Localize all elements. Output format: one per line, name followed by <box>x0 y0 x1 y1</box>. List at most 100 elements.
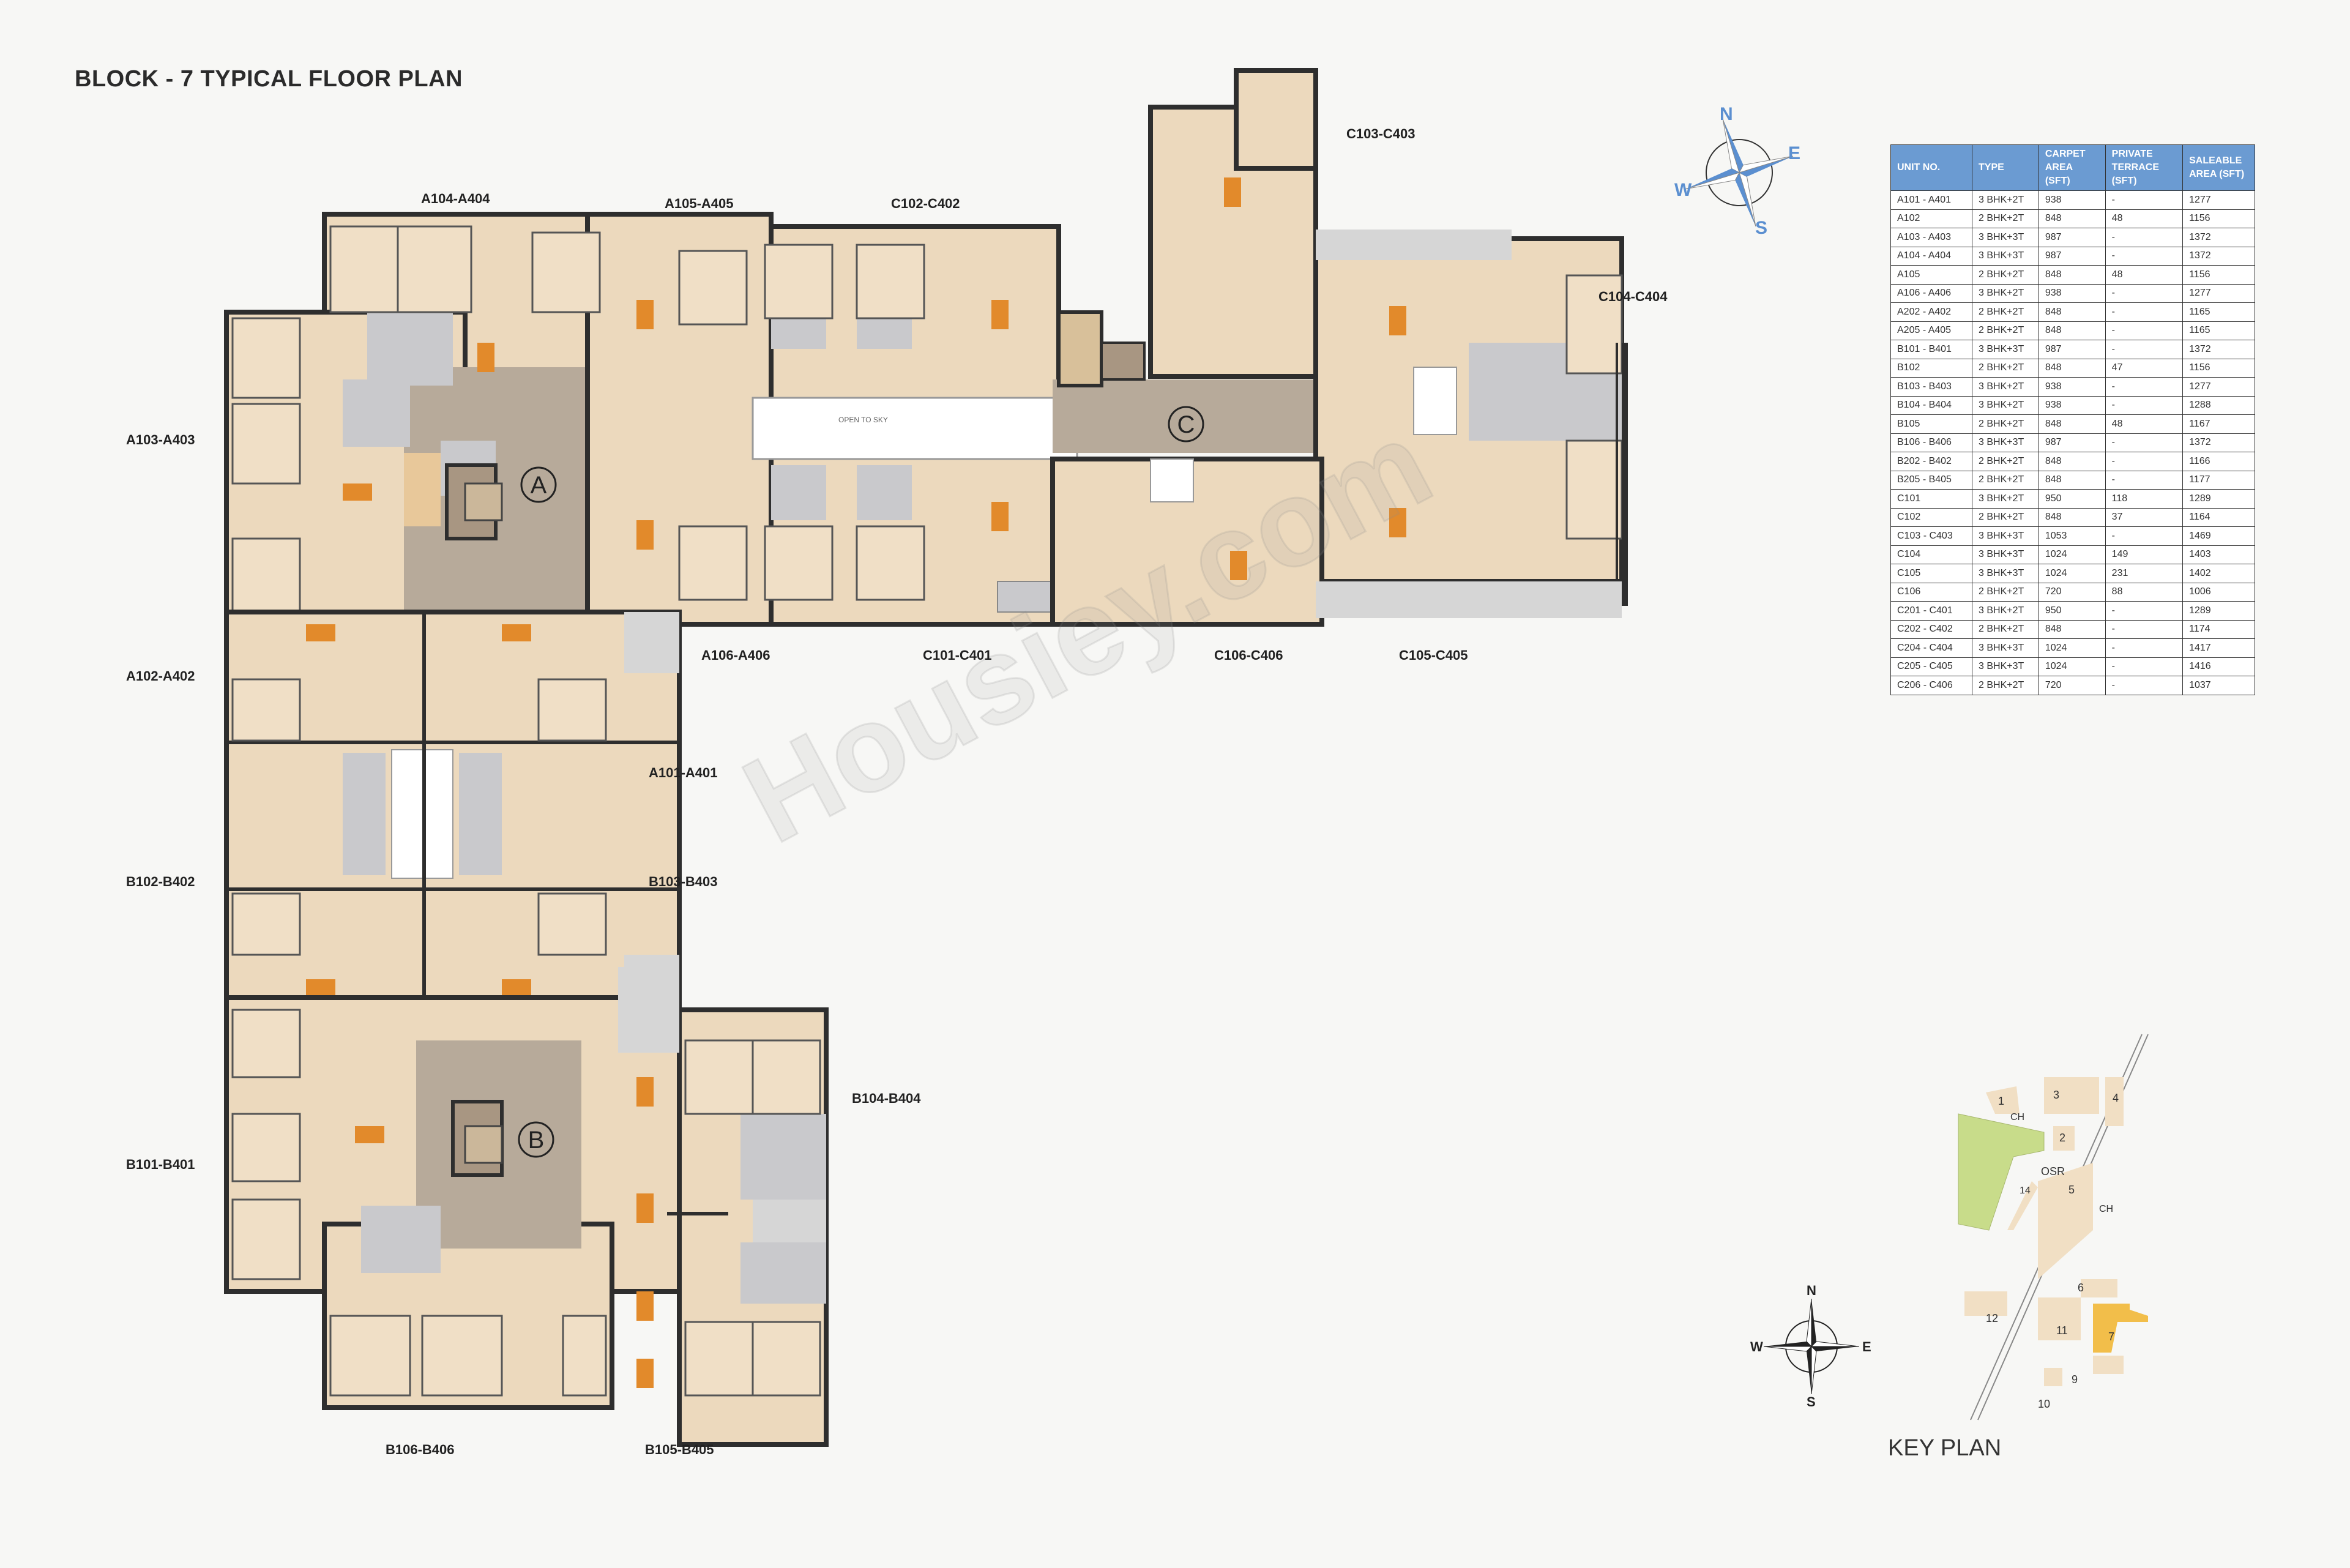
table-cell: A102 <box>1890 209 1973 228</box>
table-cell: 1024 <box>2038 545 2106 564</box>
table-cell: 1372 <box>2182 246 2255 266</box>
table-cell: C104 <box>1890 545 1973 564</box>
table-cell: 938 <box>2038 377 2106 397</box>
table-cell: 848 <box>2038 452 2106 471</box>
unit-label-c102-c402: C102-C402 <box>891 196 960 211</box>
table-cell: 2 BHK+2T <box>1972 452 2039 471</box>
key-block-14 <box>2007 1181 2038 1230</box>
table-cell: 1417 <box>2182 638 2255 658</box>
svg-text:OPEN TO SKY: OPEN TO SKY <box>838 416 888 424</box>
key-block-1 <box>1986 1086 2020 1114</box>
table-cell: 1165 <box>2182 321 2255 340</box>
table-cell: 3 BHK+3T <box>1972 246 2039 266</box>
table-cell: 48 <box>2105 414 2184 434</box>
svg-text:12: 12 <box>1986 1312 1998 1324</box>
table-cell: 720 <box>2038 582 2106 602</box>
unit-label-b105-b405: B105-B405 <box>645 1442 714 1457</box>
table-cell: C103 - C403 <box>1890 526 1973 546</box>
unit-label-c101-c401: C101-C401 <box>923 648 992 663</box>
table-cell: B104 - B404 <box>1890 395 1973 415</box>
unit-label-a101-a401: A101-A401 <box>649 765 718 780</box>
svg-text:OSR: OSR <box>2041 1165 2065 1178</box>
osr-area <box>1958 1113 2045 1231</box>
table-cell: - <box>2105 246 2184 266</box>
table-cell: - <box>2105 676 2184 695</box>
key-plan-compass-icon: N E S W <box>1750 1285 1871 1408</box>
table-cell: A202 - A402 <box>1890 302 1973 322</box>
table-cell: - <box>2105 190 2184 210</box>
table-cell: - <box>2105 228 2184 247</box>
table-cell: C202 - C402 <box>1890 619 1973 639</box>
table-cell: 37 <box>2105 507 2184 527</box>
unit-label-c104-c404: C104-C404 <box>1598 289 1668 304</box>
table-cell: 3 BHK+3T <box>1972 340 2039 359</box>
table-cell: 848 <box>2038 414 2106 434</box>
table-cell: - <box>2105 526 2184 546</box>
unit-label-a102-a402: A102-A402 <box>126 668 195 684</box>
svg-text:14: 14 <box>2020 1185 2031 1196</box>
table-cell: C201 - C401 <box>1890 601 1973 621</box>
table-cell: 1289 <box>2182 601 2255 621</box>
table-cell: C101 <box>1890 489 1973 509</box>
col-private-terrace: PRIVATE TERRACE (SFT) <box>2105 144 2184 191</box>
svg-text:CH: CH <box>2099 1204 2113 1214</box>
table-cell: 848 <box>2038 470 2106 490</box>
table-cell: 2 BHK+2T <box>1972 676 2039 695</box>
table-cell: B102 <box>1890 358 1973 378</box>
table-cell: 1174 <box>2182 619 2255 639</box>
table-cell: 1402 <box>2182 564 2255 583</box>
unit-label-a105-a405: A105-A405 <box>665 196 734 211</box>
table-cell: 848 <box>2038 321 2106 340</box>
table-cell: - <box>2105 470 2184 490</box>
svg-text:7: 7 <box>2108 1331 2114 1343</box>
table-cell: 48 <box>2105 209 2184 228</box>
table-cell: B106 - B406 <box>1890 433 1973 452</box>
table-cell: 47 <box>2105 358 2184 378</box>
table-cell: C205 - C405 <box>1890 657 1973 676</box>
svg-text:E: E <box>1862 1339 1871 1354</box>
table-cell: 848 <box>2038 507 2106 527</box>
table-cell: 3 BHK+3T <box>1972 433 2039 452</box>
table-cell: 2 BHK+2T <box>1972 265 2039 285</box>
table-cell: 950 <box>2038 489 2106 509</box>
table-cell: A101 - A401 <box>1890 190 1973 210</box>
table-cell: 848 <box>2038 209 2106 228</box>
table-cell: C102 <box>1890 507 1973 527</box>
svg-text:S: S <box>1807 1394 1816 1408</box>
table-cell: 3 BHK+3T <box>1972 657 2039 676</box>
table-cell: 88 <box>2105 582 2184 602</box>
svg-text:5: 5 <box>2068 1184 2075 1196</box>
table-cell: B202 - B402 <box>1890 452 1973 471</box>
key-plan-label: KEY PLAN <box>1888 1435 2002 1461</box>
page-title: BLOCK - 7 TYPICAL FLOOR PLAN <box>75 66 463 92</box>
table-cell: 1165 <box>2182 302 2255 322</box>
unit-label-c105-c405: C105-C405 <box>1399 648 1468 663</box>
svg-text:2: 2 <box>2059 1132 2065 1144</box>
svg-text:CH: CH <box>2010 1112 2024 1122</box>
key-block-9 <box>2093 1356 2124 1374</box>
col-saleable-area: SALEABLE AREA (SFT) <box>2182 144 2255 191</box>
col-carpet-area: CARPET AREA (SFT) <box>2038 144 2106 191</box>
svg-text:4: 4 <box>2113 1092 2119 1104</box>
table-cell: 2 BHK+2T <box>1972 358 2039 378</box>
unit-label-a106-a406: A106-A406 <box>701 648 770 663</box>
key-block-6 <box>2081 1279 2117 1297</box>
table-cell: 3 BHK+3T <box>1972 228 2039 247</box>
table-cell: 848 <box>2038 302 2106 322</box>
key-block-11 <box>2038 1297 2081 1340</box>
table-cell: B205 - B405 <box>1890 470 1973 490</box>
table-cell: C206 - C406 <box>1890 676 1973 695</box>
table-cell: C204 - C404 <box>1890 638 1973 658</box>
